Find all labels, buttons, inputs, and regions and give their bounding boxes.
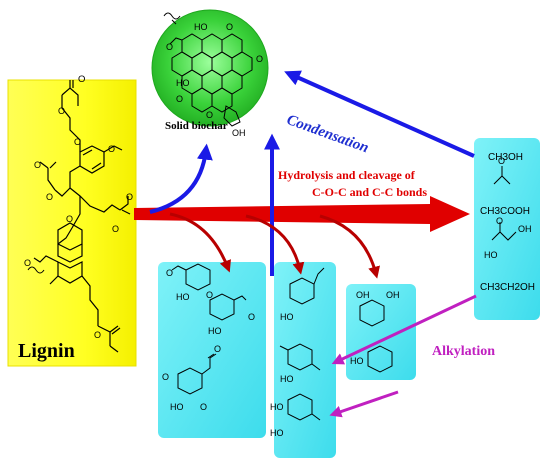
phenolics-right-oh2: OH bbox=[386, 290, 400, 300]
lignin-o8: O bbox=[112, 224, 119, 234]
side-arrow-3 bbox=[319, 214, 380, 279]
biochar-label: Solid biochar bbox=[165, 120, 228, 132]
biochar-oh3: OH bbox=[232, 128, 246, 138]
acetic-acid: CH3COOH bbox=[480, 206, 530, 217]
box-phenolics-right bbox=[346, 284, 416, 380]
condensation-arrow-left bbox=[149, 143, 213, 214]
hydroxyacetone-o: O bbox=[496, 216, 503, 226]
lignin-o7: O bbox=[126, 192, 133, 202]
alkylation-arrow-1 bbox=[331, 294, 477, 365]
biochar-o5: O bbox=[206, 110, 213, 120]
lignin-box bbox=[7, 79, 137, 367]
box-phenolics-middle bbox=[274, 262, 336, 458]
phenolics-left-ho3: HO bbox=[170, 402, 184, 412]
lignin-o4: O bbox=[108, 144, 115, 154]
phenolics-left-ho1: HO bbox=[176, 292, 190, 302]
lignin-o9: O bbox=[66, 214, 73, 224]
hydroxyacetone-oh: OH bbox=[518, 224, 532, 234]
ethanol: CH3CH2OH bbox=[480, 282, 535, 293]
lignin-o10: O bbox=[24, 258, 31, 268]
hydrolysis-label-line1: Hydrolysis and cleavage of bbox=[278, 168, 415, 182]
alkylation-arrow-2 bbox=[329, 390, 399, 418]
biochar-o1: O bbox=[226, 22, 233, 32]
box-small-molecules bbox=[474, 138, 540, 320]
side-arrow-2 bbox=[245, 214, 305, 275]
biochar-oh1: HO bbox=[194, 22, 208, 32]
phenolics-left-o2: O bbox=[206, 290, 213, 300]
lignin-o2: O bbox=[58, 106, 65, 116]
biochar-oh2: HO bbox=[176, 78, 190, 88]
phenolics-left-ho2: HO bbox=[208, 326, 222, 336]
phenolics-right-oh1: OH bbox=[356, 290, 370, 300]
lignin-o11: O bbox=[94, 330, 101, 340]
hydrolysis-arrow bbox=[134, 196, 470, 232]
biochar-wavy-bond bbox=[163, 12, 181, 20]
phenolics-right-structures bbox=[359, 299, 393, 373]
lignin-o5: O bbox=[34, 160, 41, 170]
phenolics-left-o6: O bbox=[200, 402, 207, 412]
small-molecules-structures bbox=[491, 166, 517, 241]
phenolics-left-o5: O bbox=[162, 372, 169, 382]
phenolics-middle-ho3: HO bbox=[270, 402, 284, 412]
hydrolysis-label-line2: C-O-C and C-C bonds bbox=[312, 185, 428, 199]
phenolics-middle-structures bbox=[279, 267, 325, 421]
phenolics-right-ho1: HO bbox=[350, 356, 364, 366]
phenolics-left-o1: O bbox=[166, 268, 173, 278]
acetone-o: O bbox=[498, 156, 505, 166]
lignin-o3: O bbox=[74, 137, 81, 147]
lignin-structure bbox=[33, 80, 131, 353]
side-arrow-1 bbox=[169, 212, 231, 273]
phenolics-left-structures bbox=[171, 263, 247, 395]
biochar-o3: O bbox=[256, 54, 263, 64]
lignin-o1: O bbox=[78, 74, 85, 85]
alkylation-label: Alkylation bbox=[432, 344, 496, 359]
phenolics-middle-ho4: HO bbox=[270, 428, 284, 438]
hydroxyacetone-ho: HO bbox=[484, 250, 498, 260]
biochar-structure bbox=[169, 19, 253, 127]
lignin-wavy-bond bbox=[27, 266, 45, 274]
lignin-title: Lignin bbox=[18, 340, 75, 362]
lignin-o6: O bbox=[46, 192, 53, 202]
biochar-sphere bbox=[151, 9, 269, 127]
methanol: CH3OH bbox=[488, 152, 523, 163]
phenolics-middle-ho2: HO bbox=[280, 374, 294, 384]
box-phenolics-left bbox=[158, 262, 266, 438]
phenolics-left-o4: O bbox=[214, 344, 221, 354]
condensation-arrow-main bbox=[284, 70, 475, 158]
phenolics-middle-ho1: HO bbox=[280, 312, 294, 322]
biochar-o4: O bbox=[176, 94, 183, 104]
biochar-o2: O bbox=[166, 42, 173, 52]
phenolics-left-o3: O bbox=[248, 312, 255, 322]
